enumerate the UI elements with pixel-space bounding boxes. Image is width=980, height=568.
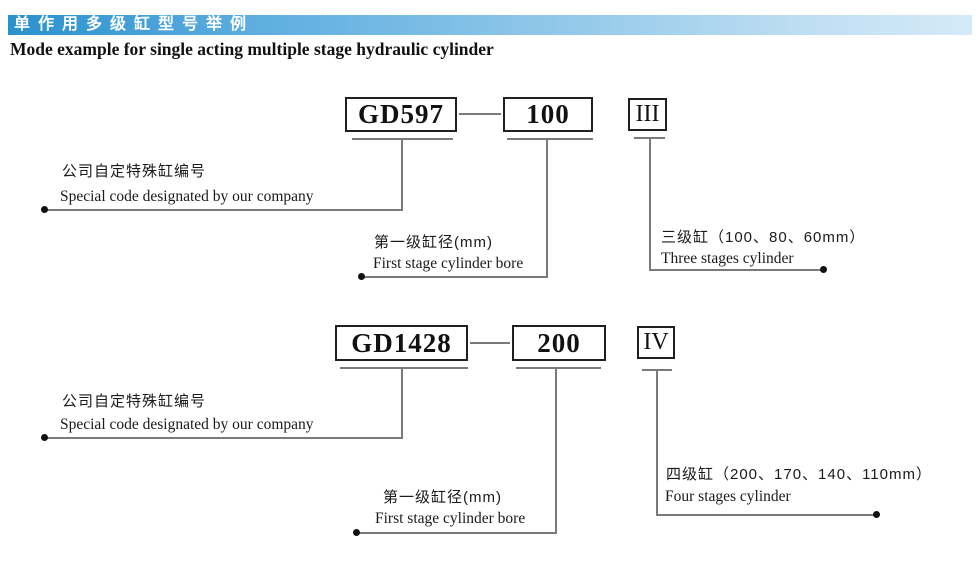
- stage-leader-horizontal: [656, 514, 877, 516]
- bore-leader-horizontal: [357, 532, 557, 534]
- bore-label-zh: 第一级缸径(mm): [383, 489, 502, 506]
- code-leader-vertical: [401, 138, 403, 211]
- bore-leader-vertical: [546, 138, 548, 278]
- leader-dot: [41, 206, 48, 213]
- section-title-zh: 单作用多级缸型号举例: [14, 16, 255, 33]
- leader-dot: [41, 434, 48, 441]
- stage-code-box: III: [628, 98, 667, 131]
- bore-leader-vertical: [555, 367, 557, 534]
- bore-leader-horizontal: [362, 276, 548, 278]
- bore-underline: [516, 367, 601, 369]
- leader-dot: [873, 511, 880, 518]
- code-label-zh: 公司自定特殊缸编号: [62, 393, 207, 410]
- leader-dot: [353, 529, 360, 536]
- stage-label-en: Four stages cylinder: [665, 488, 791, 505]
- code-leader-vertical: [401, 367, 403, 439]
- code-leader-horizontal: [44, 437, 403, 439]
- leader-dot: [358, 273, 365, 280]
- bore-label-en: First stage cylinder bore: [375, 510, 526, 527]
- section-subtitle-en: Mode example for single acting multiple …: [10, 39, 494, 59]
- stage-label-zh: 三级缸（100、80、60mm）: [661, 229, 866, 246]
- model-code-box: GD597: [345, 97, 457, 132]
- code-underline: [340, 367, 468, 369]
- bore-label-zh: 第一级缸径(mm): [374, 234, 493, 251]
- stage-label-en: Three stages cylinder: [661, 250, 794, 267]
- stage-leader-vertical: [649, 137, 651, 271]
- bore-label-en: First stage cylinder bore: [373, 255, 524, 272]
- code-leader-horizontal: [45, 209, 403, 211]
- code-label-zh: 公司自定特殊缸编号: [62, 163, 207, 180]
- bore-code-box: 100: [503, 97, 593, 132]
- code-dash-connector: [459, 113, 501, 115]
- stage-leader-vertical: [656, 369, 658, 516]
- bore-underline: [507, 138, 593, 140]
- code-label-en: Special code designated by our company: [60, 188, 314, 205]
- leader-dot: [820, 266, 827, 273]
- section-header-bar: 单作用多级缸型号举例: [8, 15, 972, 35]
- bore-code-box: 200: [512, 325, 606, 361]
- code-dash-connector: [470, 342, 510, 344]
- code-label-en: Special code designated by our company: [60, 416, 314, 433]
- model-code-box: GD1428: [335, 325, 468, 361]
- stage-label-zh: 四级缸（200、170、140、110mm）: [666, 466, 932, 483]
- stage-code-box: IV: [637, 326, 675, 359]
- stage-leader-horizontal: [649, 269, 824, 271]
